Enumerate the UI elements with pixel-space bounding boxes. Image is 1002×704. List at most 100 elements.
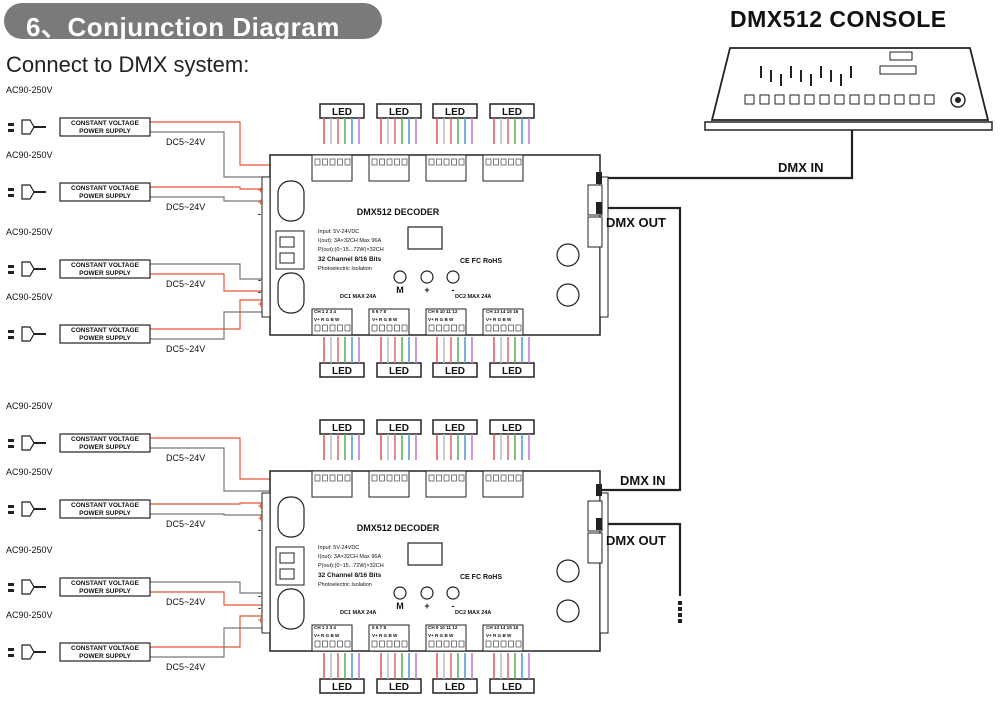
led-label: LED xyxy=(445,423,465,434)
led-label: LED xyxy=(332,423,352,434)
led-strip: LED xyxy=(489,103,535,144)
plug-pin xyxy=(8,123,14,126)
plug-body xyxy=(21,579,35,595)
terminal-pin xyxy=(371,158,378,166)
console-key xyxy=(849,94,860,105)
terminal-pin xyxy=(322,324,328,332)
section-title: 6、Conjunction Diagram xyxy=(26,12,340,42)
plug-pin xyxy=(8,439,14,442)
console-fader xyxy=(820,66,822,78)
terminal-pin xyxy=(436,474,442,482)
dc-output-label: DC5~24V xyxy=(166,519,205,529)
power-supply-label: CONSTANT VOLTAGE xyxy=(71,327,140,334)
dmx-out-label: DMX OUT xyxy=(606,533,666,548)
terminal-pin xyxy=(337,158,343,166)
decoder-display xyxy=(407,226,443,250)
power-supply-box xyxy=(59,324,151,344)
dmx-terminal xyxy=(587,532,603,564)
power-supply-label: POWER SUPPLY xyxy=(79,335,131,342)
console-key xyxy=(804,94,815,105)
led-box xyxy=(432,419,478,435)
terminal-pin xyxy=(485,474,492,482)
dmx-connector xyxy=(596,518,602,530)
plug-pin xyxy=(8,129,14,132)
polarity-label: + xyxy=(258,185,263,195)
led-strip: LED xyxy=(319,419,365,460)
led-strip: LED xyxy=(376,653,422,694)
ac-input-label: AC90-250V xyxy=(6,401,53,411)
power-supply-label: POWER SUPPLY xyxy=(79,444,131,451)
console-display xyxy=(889,51,913,61)
console-fader xyxy=(850,66,852,78)
terminal-pin xyxy=(451,474,457,482)
plug-icon xyxy=(8,644,46,660)
decoder-channel-label: CH 13 14 15 16 xyxy=(486,625,519,630)
decoder-pin-label: V+ R G B W xyxy=(428,317,454,322)
ac-input-label: AC90-250V xyxy=(6,227,53,237)
plug-pin xyxy=(8,511,14,514)
polarity-label: + xyxy=(258,197,263,207)
decoder-channel-label: CH 9 10 11 12 xyxy=(428,309,458,314)
led-box xyxy=(489,103,535,119)
console-key xyxy=(789,94,800,105)
terminal-pin xyxy=(451,324,457,332)
terminal-pin xyxy=(329,158,336,166)
plug-icon xyxy=(8,435,46,451)
power-supply-label: CONSTANT VOLTAGE xyxy=(71,436,140,443)
led-box xyxy=(376,362,422,378)
terminal-pin xyxy=(451,158,457,166)
plug-icon xyxy=(8,501,46,517)
terminal-pin xyxy=(379,640,385,648)
terminal-pin xyxy=(515,324,522,332)
terminal-pin xyxy=(458,474,465,482)
led-label: LED xyxy=(502,682,522,693)
decoder-button xyxy=(420,586,434,600)
polarity-label: + xyxy=(258,501,263,511)
plug-icon xyxy=(8,261,46,277)
terminal-pin xyxy=(485,640,492,648)
terminal-pin xyxy=(436,324,442,332)
decoder-button xyxy=(420,270,434,284)
ac-input-label: AC90-250V xyxy=(6,150,53,160)
plug-pin xyxy=(8,336,14,339)
terminal-pin xyxy=(394,640,400,648)
terminal-pin xyxy=(443,474,450,482)
led-label: LED xyxy=(332,366,352,377)
led-strip: LED xyxy=(319,103,365,144)
polarity-label: - xyxy=(258,525,261,535)
terminal-pin xyxy=(401,640,408,648)
dmx-connector xyxy=(596,484,602,496)
section-title-pill: 6、Conjunction Diagram xyxy=(4,3,382,42)
dc-output-label: DC5~24V xyxy=(166,453,205,463)
decoder-pin-label: V+ R G B W xyxy=(486,317,512,322)
dmx-in-label: DMX IN xyxy=(778,160,824,175)
terminal-pin xyxy=(329,474,336,482)
terminal-pin xyxy=(515,158,522,166)
wire xyxy=(150,591,290,606)
plug-body xyxy=(21,435,35,451)
dmx-out-label: DMX OUT xyxy=(606,215,666,230)
led-label: LED xyxy=(389,682,409,693)
terminal-pin xyxy=(458,158,465,166)
led-box xyxy=(432,362,478,378)
led-label: LED xyxy=(445,366,465,377)
terminal-pin xyxy=(401,324,408,332)
wire xyxy=(150,311,290,340)
led-label: LED xyxy=(389,366,409,377)
decoder-spec: Input: 5V-24VDC xyxy=(318,229,359,235)
console-fader xyxy=(830,70,832,82)
terminal-pin xyxy=(344,640,351,648)
wire xyxy=(150,131,290,178)
led-box xyxy=(376,678,422,694)
decoder-button-label: + xyxy=(424,601,429,611)
xlr-socket xyxy=(556,599,580,623)
polarity-label: + xyxy=(258,299,263,309)
terminal-pin xyxy=(500,474,507,482)
plug-pin xyxy=(8,271,14,274)
polarity-label: - xyxy=(258,591,261,601)
power-supply-label: POWER SUPPLY xyxy=(79,270,131,277)
